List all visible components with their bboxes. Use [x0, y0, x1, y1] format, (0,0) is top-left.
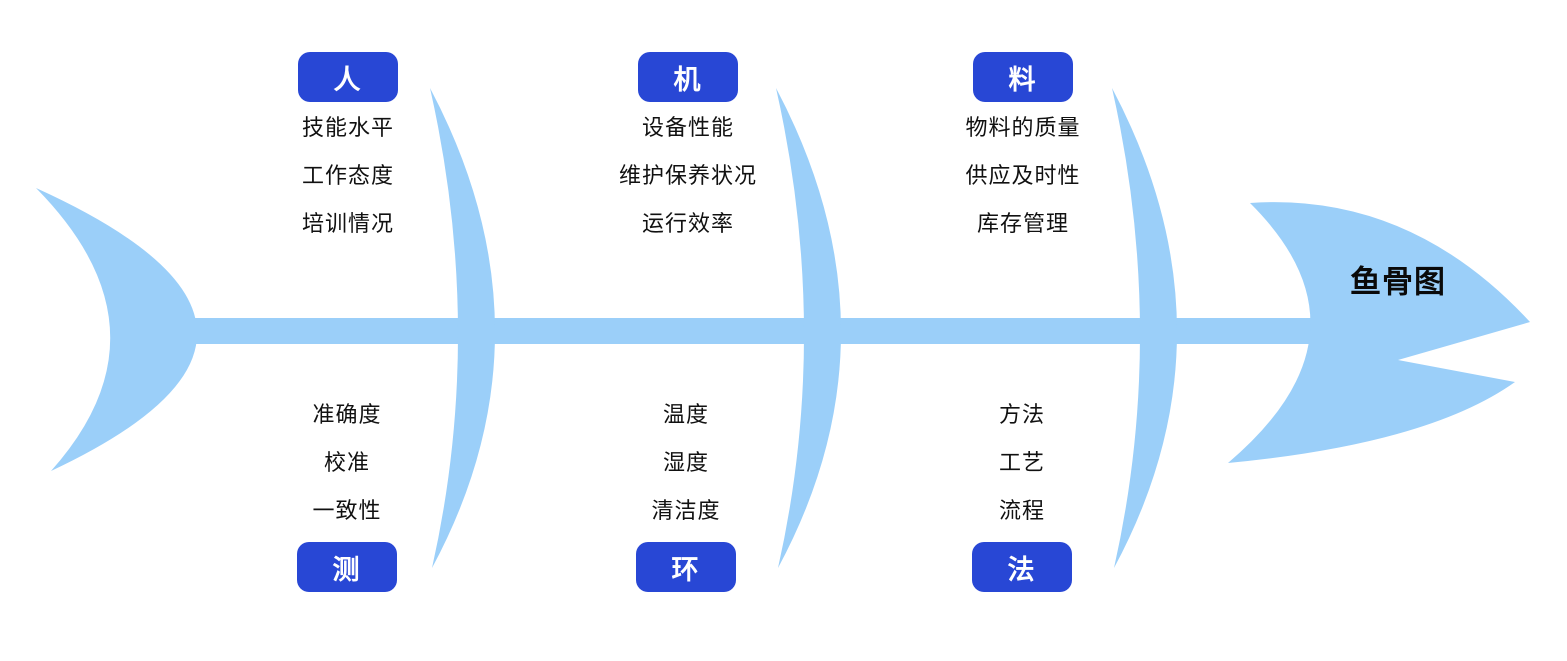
category-group-measurement: 准确度 校准 一致性 测: [227, 391, 467, 592]
category-group-method: 方法 工艺 流程 法: [902, 391, 1142, 592]
diagram-title: 鱼骨图: [1350, 264, 1446, 300]
fish-tail: [36, 188, 198, 471]
category-group-machine: 机 设备性能 维护保养状况 运行效率: [568, 52, 808, 248]
cause-item-machine-2: 维护保养状况: [618, 163, 757, 188]
cause-item-machine-1: 设备性能: [641, 115, 734, 140]
cause-item-material-1: 物料的质量: [965, 115, 1081, 140]
fish-head: [1228, 202, 1530, 463]
rib-bone-2: [776, 88, 842, 568]
cause-item-environment-3: 清洁度: [651, 498, 721, 523]
cause-item-measurement-3: 一致性: [312, 498, 382, 523]
cause-item-material-3: 库存管理: [976, 211, 1069, 236]
category-badge-material[interactable]: 料: [973, 52, 1073, 102]
cause-item-measurement-2: 校准: [323, 450, 370, 475]
category-group-man: 人 技能水平 工作态度 培训情况: [228, 52, 468, 248]
cause-item-environment-1: 温度: [662, 402, 709, 427]
cause-item-measurement-1: 准确度: [312, 402, 382, 427]
cause-item-method-2: 工艺: [998, 450, 1045, 475]
category-badge-man[interactable]: 人: [298, 52, 398, 102]
cause-item-method-3: 流程: [998, 498, 1045, 523]
cause-item-material-2: 供应及时性: [965, 163, 1081, 188]
cause-item-machine-3: 运行效率: [641, 211, 734, 236]
category-badge-environment[interactable]: 环: [636, 542, 736, 592]
cause-item-man-3: 培训情况: [301, 211, 394, 236]
category-badge-measurement[interactable]: 测: [297, 542, 397, 592]
rib-bone-3: [1112, 88, 1178, 568]
category-group-material: 料 物料的质量 供应及时性 库存管理: [903, 52, 1143, 248]
cause-item-man-2: 工作态度: [301, 163, 394, 188]
rib-bone-1: [430, 88, 496, 568]
cause-item-man-1: 技能水平: [301, 115, 394, 140]
cause-item-method-1: 方法: [998, 402, 1045, 427]
fish-spine: [150, 318, 1315, 344]
category-badge-machine[interactable]: 机: [638, 52, 738, 102]
category-group-environment: 温度 湿度 清洁度 环: [566, 391, 806, 592]
category-badge-method[interactable]: 法: [972, 542, 1072, 592]
cause-item-environment-2: 湿度: [662, 450, 709, 475]
